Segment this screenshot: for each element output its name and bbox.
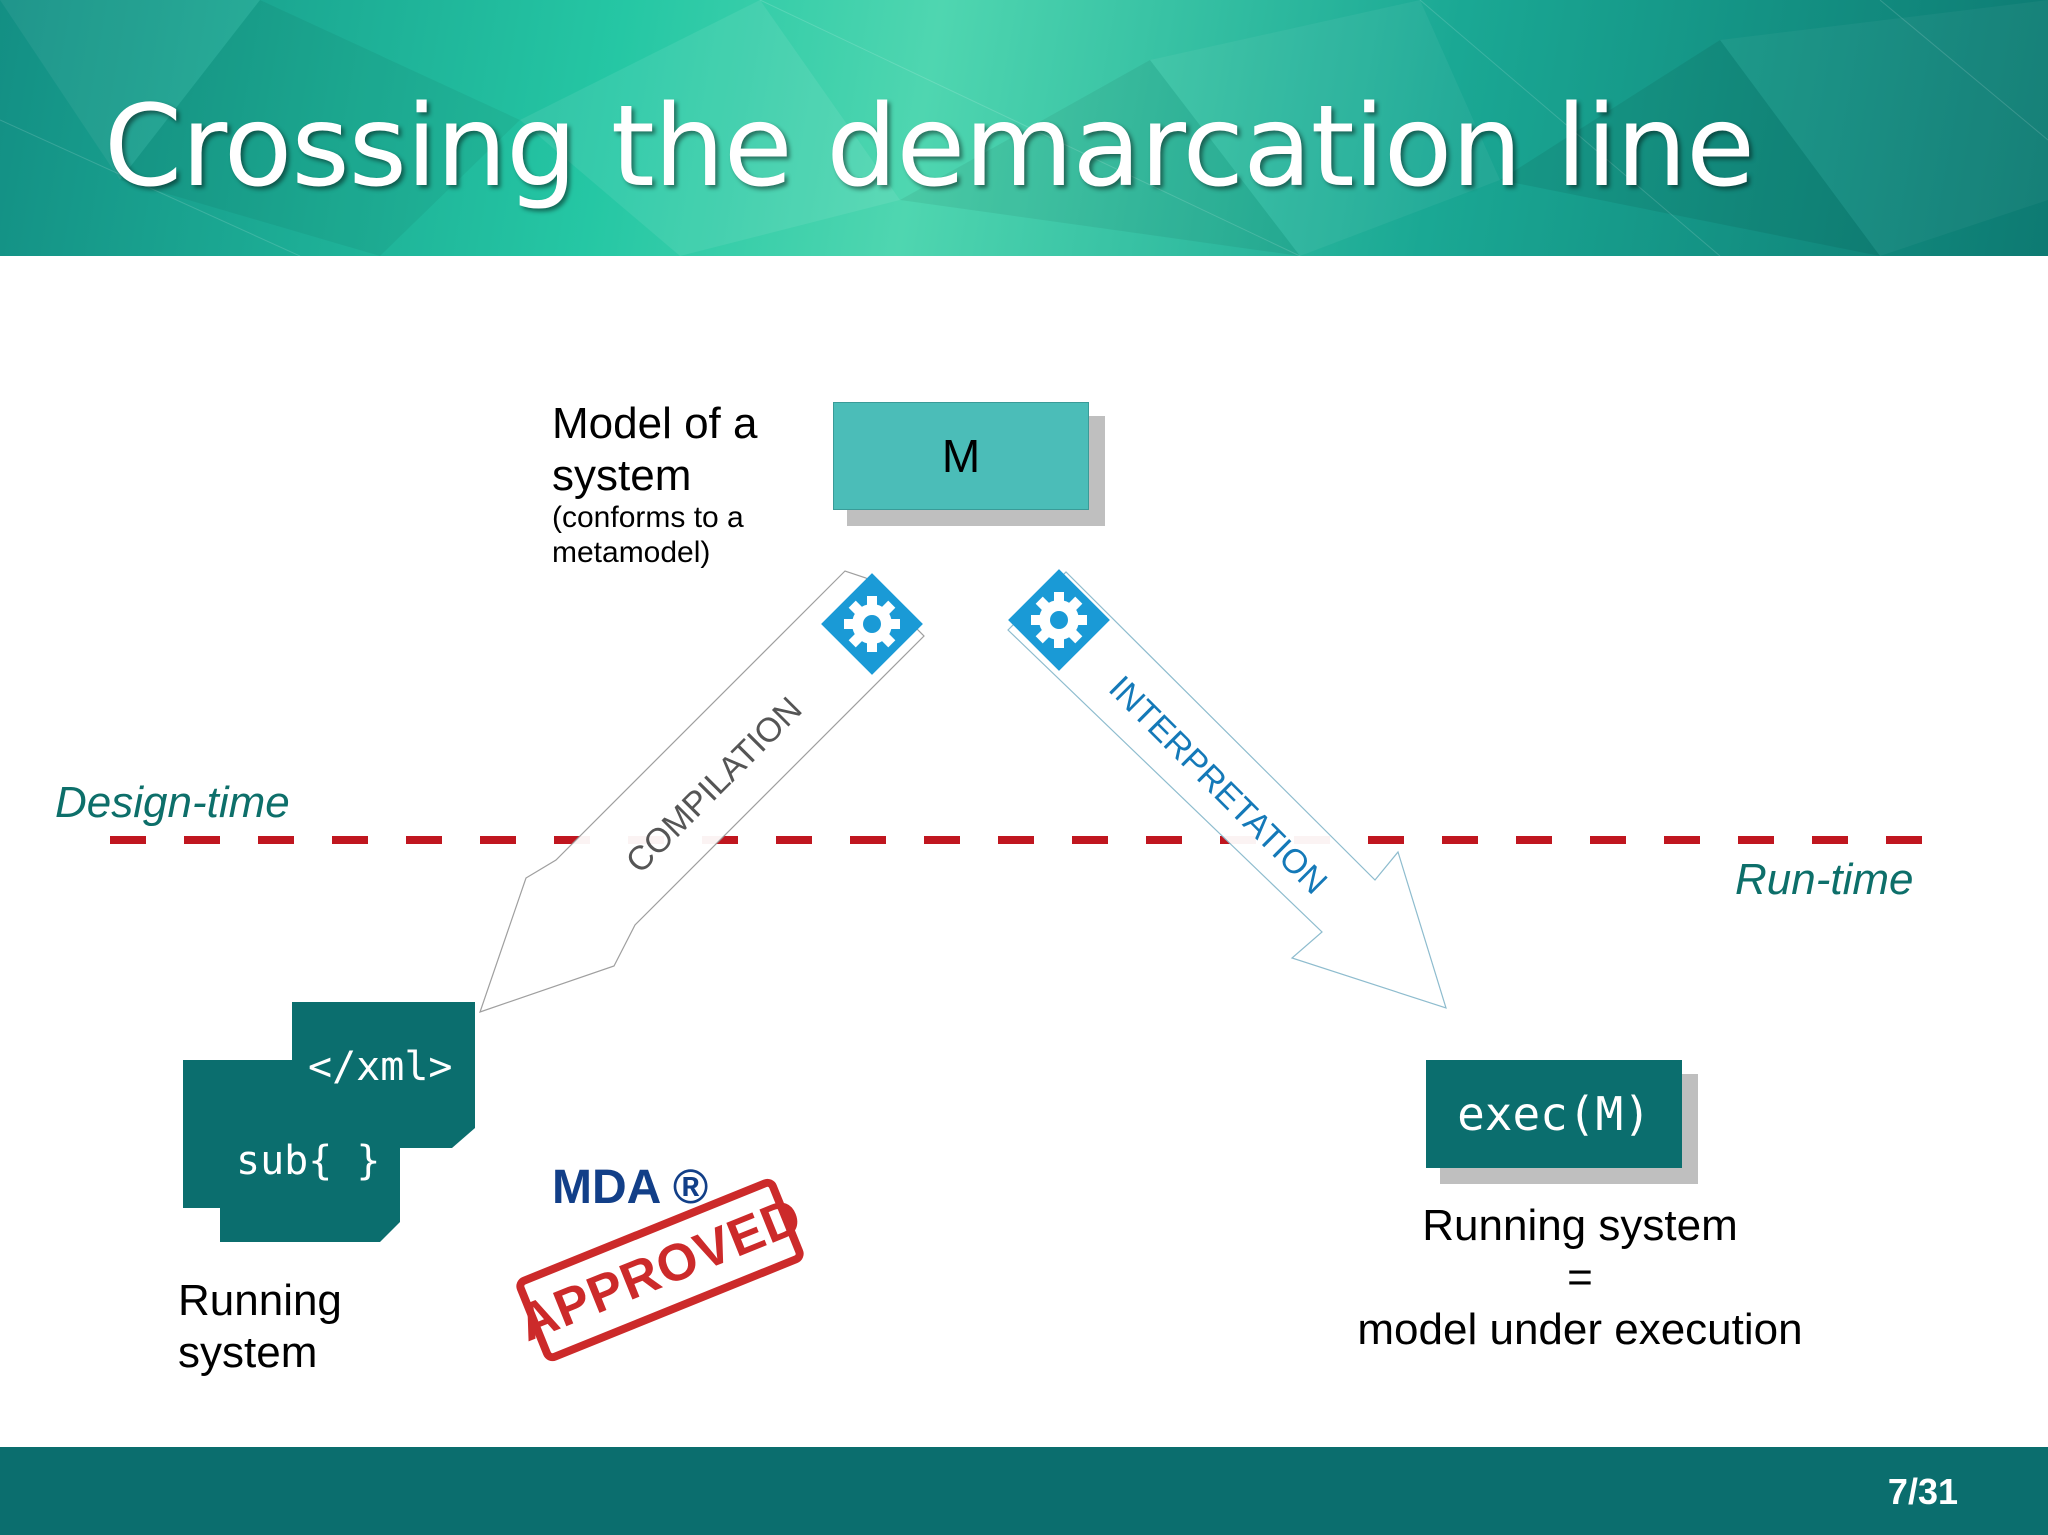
running-right-line3: model under execution xyxy=(1357,1305,1803,1354)
model-note-line2: metamodel) xyxy=(552,536,711,569)
gear-icon-interpretation xyxy=(1008,569,1110,671)
model-box-text: M xyxy=(941,430,981,482)
running-right-line1: Running system xyxy=(1422,1201,1738,1250)
running-right-line2: = xyxy=(1567,1253,1593,1302)
design-time-label: Design-time xyxy=(55,778,290,827)
model-label-line1: Model of a xyxy=(552,399,758,448)
code-document-front xyxy=(183,1060,400,1242)
running-system-caption-right: Running system = model under execution xyxy=(1320,1200,1840,1356)
exec-box: exec(M) xyxy=(1426,1060,1682,1168)
running-system-caption-left: Running system xyxy=(178,1275,342,1379)
header-polygon-pattern xyxy=(0,0,2048,256)
slide-title: Crossing the demarcation line xyxy=(104,82,1755,212)
model-label: Model of a system xyxy=(552,398,757,502)
model-label-line2: system xyxy=(552,451,692,500)
interpretation-arrow-shape xyxy=(1007,571,1447,1009)
model-box: M xyxy=(833,402,1089,510)
exec-box-text: exec(M) xyxy=(1457,1087,1651,1141)
page-number: 7/31 xyxy=(1887,1471,1958,1512)
running-caption-line2: system xyxy=(178,1328,318,1377)
model-note-line1: (conforms to a xyxy=(552,501,744,534)
model-note: (conforms to a metamodel) xyxy=(552,500,744,570)
run-time-label: Run-time xyxy=(1735,855,1914,904)
mda-label: MDA ® xyxy=(552,1161,709,1214)
code-front-text: sub{ } xyxy=(236,1138,381,1184)
interpretation-label: INTERPRETATION xyxy=(1101,669,1334,902)
compilation-arrow-shape xyxy=(479,570,925,1013)
slide-header: Crossing the demarcation line xyxy=(0,0,2048,256)
code-back-text: </xml> xyxy=(308,1044,453,1090)
slide-footer: 7/31 xyxy=(0,1447,2048,1535)
running-caption-line1: Running xyxy=(178,1276,342,1325)
